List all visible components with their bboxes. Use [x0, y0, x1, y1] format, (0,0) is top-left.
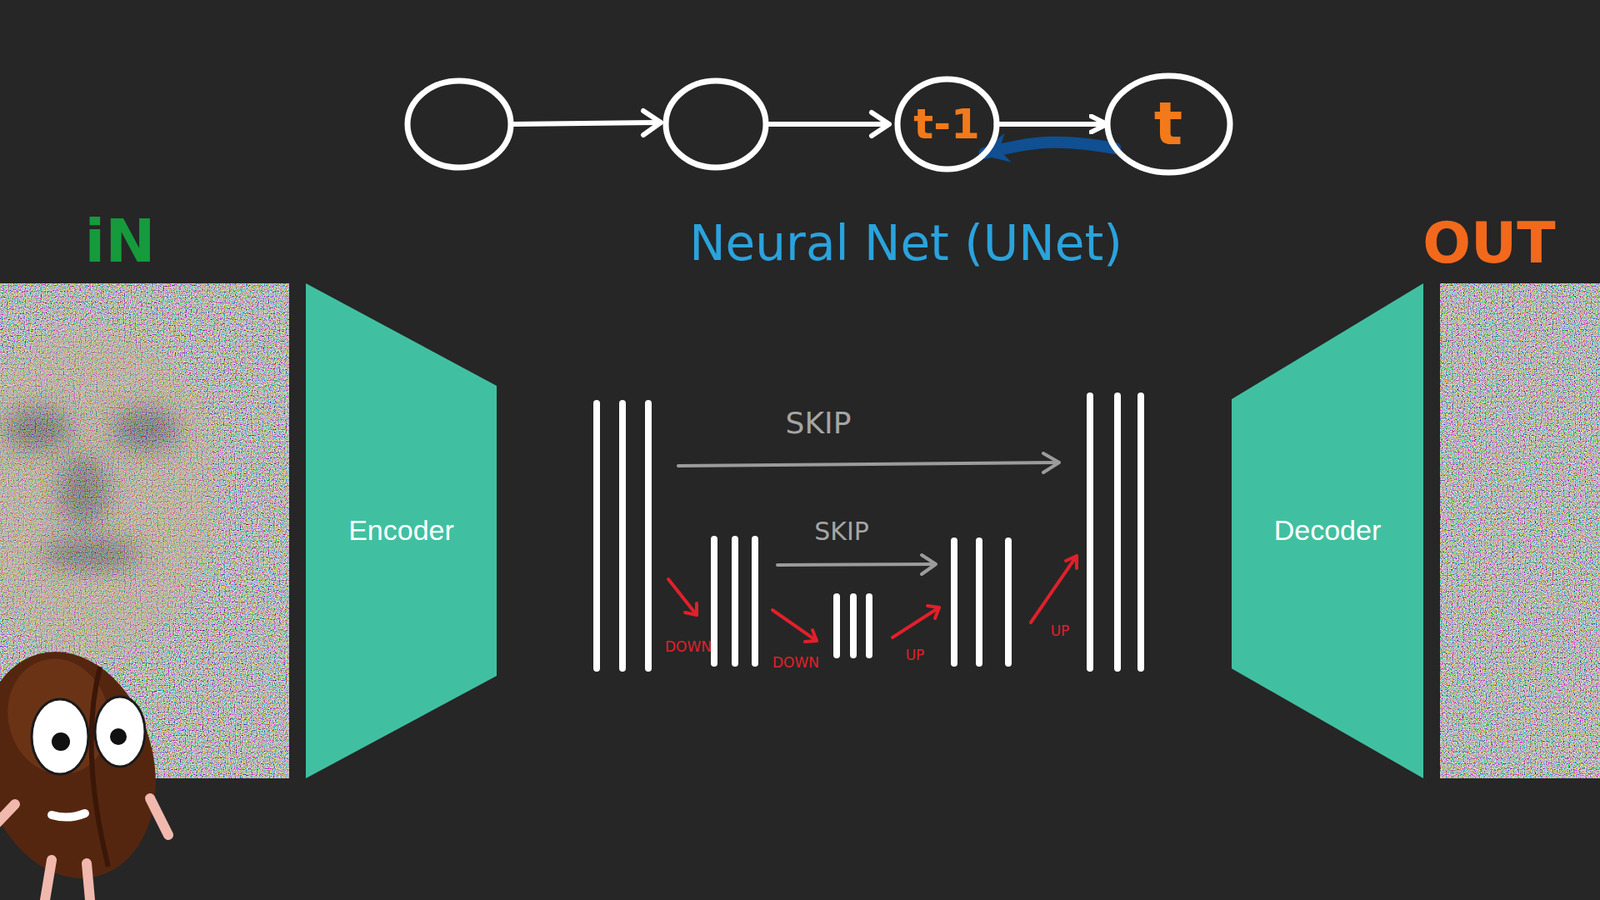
mascot: [0, 631, 180, 900]
skip-arrow: [678, 453, 1060, 575]
scale-label: DOWN: [772, 655, 820, 671]
faint-face: [0, 325, 217, 659]
state-circle: [407, 80, 511, 168]
skip-label: SKIP: [785, 406, 852, 440]
state-circle: t-1: [894, 75, 1000, 173]
state-circle: t: [1104, 72, 1234, 176]
circle-outline: [897, 79, 997, 170]
circle-outline: [1107, 75, 1230, 173]
arrow-head: [643, 110, 661, 135]
scale-label: UP: [905, 647, 925, 664]
scale-label: DOWN: [665, 639, 712, 655]
arrow-head: [871, 112, 890, 136]
flow-arrow: [985, 142, 1116, 154]
node-text: t-1: [913, 101, 980, 148]
scale-label: UP: [1050, 623, 1070, 640]
network-label: Neural Net (UNet): [689, 217, 1123, 271]
encoder-block: Encoder: [305, 283, 497, 779]
scale-arrow: [668, 555, 1077, 642]
node-text: Encoder: [348, 515, 455, 546]
input-label: iN: [85, 208, 156, 275]
state-circle: [665, 80, 766, 168]
decoder-block: Decoder: [1231, 283, 1424, 779]
node-text: t: [1154, 90, 1183, 157]
flow-arrow: [996, 121, 1108, 127]
trapezoid-shape: [305, 283, 497, 779]
output-label: OUT: [1422, 212, 1555, 275]
unet-layers: [596, 395, 1141, 669]
chain-arrow: [768, 121, 889, 127]
noisy-image: [1440, 283, 1600, 779]
chain-arrow: [513, 122, 660, 125]
node-text: Decoder: [1274, 515, 1382, 546]
trapezoid-shape: [1231, 283, 1424, 779]
skip-label: SKIP: [814, 517, 870, 545]
